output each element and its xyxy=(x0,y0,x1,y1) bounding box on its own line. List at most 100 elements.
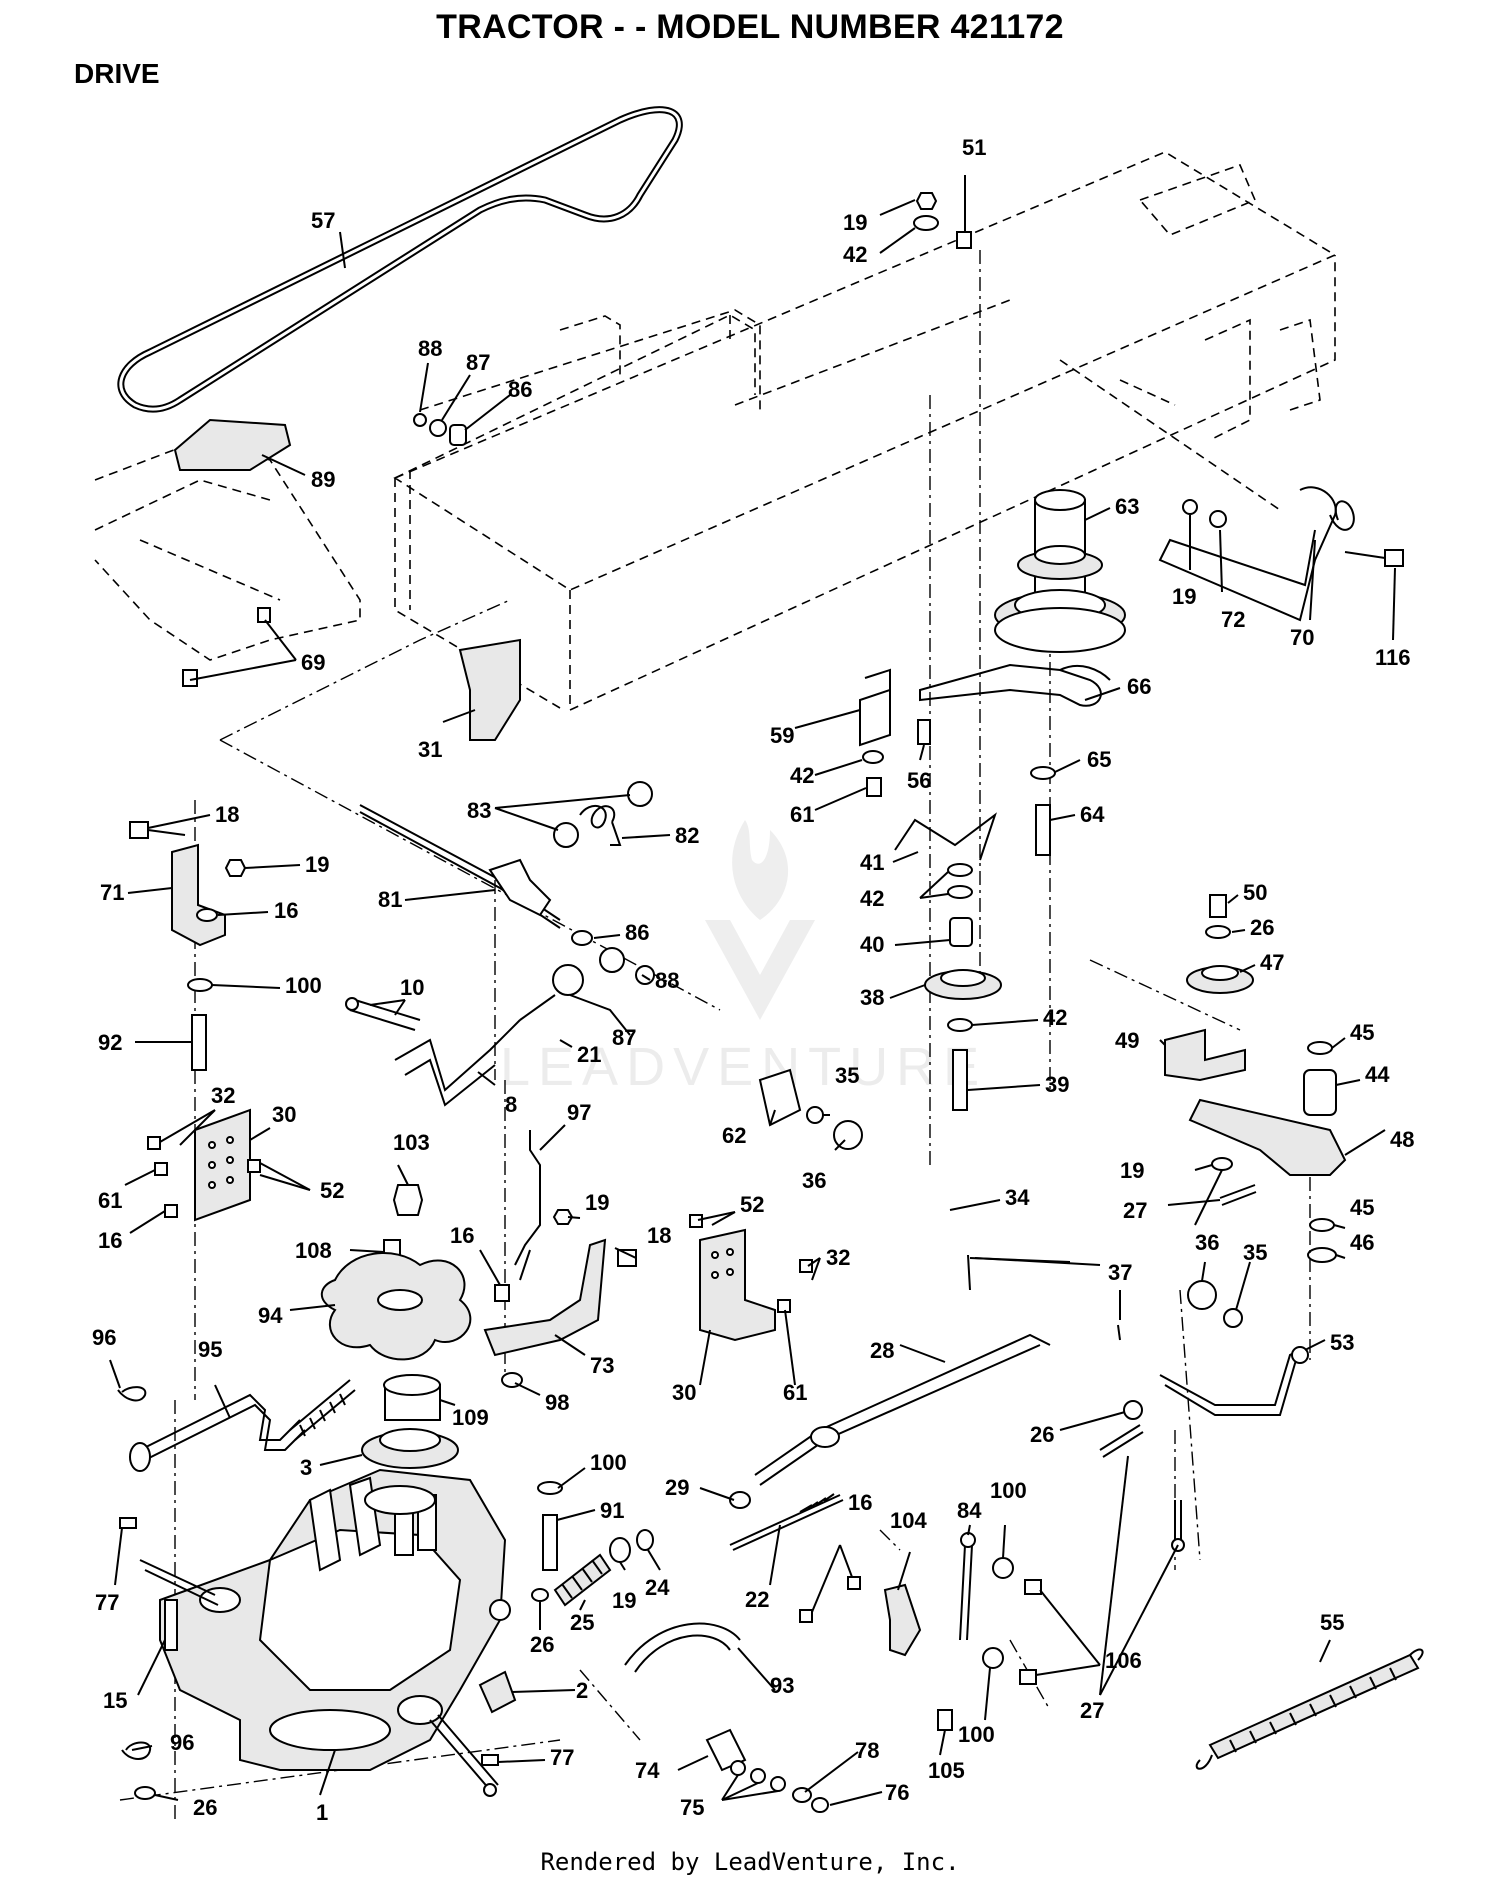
label-42a: 42 xyxy=(843,242,867,267)
label-29: 29 xyxy=(665,1475,689,1500)
label-83: 83 xyxy=(467,798,491,823)
label-100c: 100 xyxy=(990,1478,1027,1503)
label-25: 25 xyxy=(570,1610,594,1635)
label-88b: 88 xyxy=(655,968,679,993)
key-77b xyxy=(481,1754,499,1766)
label-51: 51 xyxy=(962,135,986,160)
ferrule-29 xyxy=(729,1491,751,1509)
washer-42c2 xyxy=(947,885,973,899)
bolt-106a xyxy=(1024,1579,1042,1595)
hub-109 xyxy=(383,1374,441,1421)
label-91: 91 xyxy=(600,1498,624,1523)
bolt-92 xyxy=(191,1014,207,1071)
label-16d: 16 xyxy=(848,1490,872,1515)
label-19a: 19 xyxy=(843,210,867,235)
label-38: 38 xyxy=(860,985,884,1010)
cotter-pin-27c xyxy=(1174,1500,1182,1540)
label-26b: 26 xyxy=(1030,1422,1054,1447)
nut-103 xyxy=(392,1184,424,1216)
bolt-32b xyxy=(799,1259,813,1273)
washer-26d xyxy=(134,1786,156,1800)
label-52b: 52 xyxy=(740,1192,764,1217)
label-39: 39 xyxy=(1045,1072,1069,1097)
label-19b: 19 xyxy=(1172,584,1196,609)
label-32a: 32 xyxy=(211,1083,235,1108)
label-34: 34 xyxy=(1005,1185,1030,1210)
washer-45b xyxy=(1309,1218,1335,1232)
pulley-47 xyxy=(1186,965,1254,994)
washer-36b xyxy=(1187,1280,1217,1310)
label-16a: 16 xyxy=(274,898,298,923)
label-71: 71 xyxy=(100,880,124,905)
label-88a: 88 xyxy=(418,336,442,361)
label-27b: 27 xyxy=(1080,1698,1104,1723)
label-98: 98 xyxy=(545,1390,569,1415)
label-59: 59 xyxy=(770,723,794,748)
label-37: 37 xyxy=(1108,1260,1132,1285)
label-96b: 96 xyxy=(170,1730,194,1755)
bolt-51 xyxy=(956,231,972,249)
label-63: 63 xyxy=(1115,494,1139,519)
nut-19e xyxy=(1211,1157,1233,1171)
label-100d: 100 xyxy=(958,1722,995,1747)
label-2: 2 xyxy=(576,1678,588,1703)
label-95: 95 xyxy=(198,1337,222,1362)
ring-46 xyxy=(1307,1247,1337,1263)
label-66: 66 xyxy=(1127,674,1151,699)
bolt-18b xyxy=(617,1249,637,1267)
label-55: 55 xyxy=(1320,1610,1344,1635)
label-61c: 61 xyxy=(783,1380,807,1405)
cross-shaft-arm xyxy=(488,858,552,917)
turnbuckle-84 xyxy=(959,1544,973,1641)
label-16b: 16 xyxy=(98,1228,122,1253)
mounting-bracket-73 xyxy=(483,1238,607,1357)
label-19d: 19 xyxy=(585,1190,609,1215)
nut-35b xyxy=(1223,1308,1243,1328)
nut-19b xyxy=(1182,499,1198,515)
rod-collar xyxy=(810,1426,840,1448)
washer-75b xyxy=(750,1768,766,1784)
washer-88a xyxy=(413,413,427,427)
label-15: 15 xyxy=(103,1688,127,1713)
label-56: 56 xyxy=(907,768,931,793)
washer-100d xyxy=(982,1647,1004,1669)
pedal-bracket xyxy=(171,843,226,947)
bracket-plate-30a xyxy=(194,1108,251,1222)
washer-87b xyxy=(599,947,625,973)
label-45b: 45 xyxy=(1350,1195,1374,1220)
leader-lines xyxy=(109,175,1396,1806)
label-64: 64 xyxy=(1080,802,1105,827)
belt-keeper-49 xyxy=(1164,1028,1246,1082)
shift-rod-97 xyxy=(514,1130,541,1281)
washer-36a xyxy=(833,1120,863,1150)
washer-45a xyxy=(1307,1041,1333,1055)
label-77a: 77 xyxy=(95,1590,119,1615)
label-50: 50 xyxy=(1243,880,1267,905)
hair-pin-96a xyxy=(117,1386,147,1402)
label-81: 81 xyxy=(378,887,402,912)
washer-26b xyxy=(1123,1400,1143,1420)
bracket-plate-30b xyxy=(699,1228,776,1342)
clip-88b xyxy=(635,965,655,985)
nut-16d2 xyxy=(799,1609,813,1623)
label-86a: 86 xyxy=(508,377,532,402)
extension-spring-55 xyxy=(1195,1648,1424,1770)
label-89: 89 xyxy=(311,467,335,492)
mounting-bracket xyxy=(458,638,521,741)
label-42d: 42 xyxy=(1043,1005,1067,1030)
label-84: 84 xyxy=(957,1498,982,1523)
nut-16b xyxy=(164,1204,178,1218)
washer-75a xyxy=(730,1760,746,1776)
label-45a: 45 xyxy=(1350,1020,1374,1045)
label-16c: 16 xyxy=(450,1223,474,1248)
washer-100c xyxy=(992,1557,1014,1579)
label-19e: 19 xyxy=(1120,1158,1144,1183)
cooling-fan-94 xyxy=(320,1252,472,1361)
label-87a: 87 xyxy=(466,350,490,375)
label-97: 97 xyxy=(567,1100,591,1125)
bolt-105 xyxy=(937,1709,953,1731)
spacer-19f xyxy=(609,1537,631,1563)
torsion-spring xyxy=(579,805,622,846)
bolt-15 xyxy=(164,1599,178,1651)
